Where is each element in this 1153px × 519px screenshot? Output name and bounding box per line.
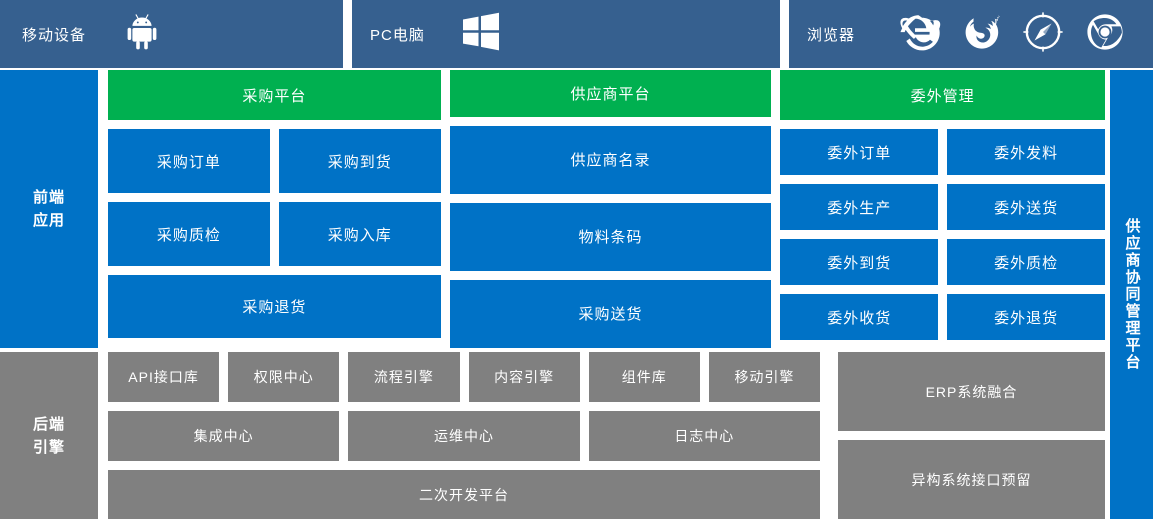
device-header-bar: 移动设备 <box>0 0 1153 68</box>
backend-card-erp-integration[interactable]: ERP系统融合 <box>838 352 1105 431</box>
frontend-card-outsourcing-receipt[interactable]: 委外收货 <box>780 294 939 340</box>
frontend-card-supplier-directory[interactable]: 供应商名录 <box>449 125 772 194</box>
header-icons-pc <box>459 10 503 59</box>
backend-integration-column: ERP系统融合 异构系统接口预留 <box>838 352 1105 519</box>
frontend-column-supplier: 供应商平台 供应商名录 物料条码 采购送货 <box>449 70 772 348</box>
frontend-card-purchase-arrival[interactable]: 采购到货 <box>278 129 441 193</box>
frontend-card-outsourcing-arrival[interactable]: 委外到货 <box>780 239 939 285</box>
header-panel-mobile[interactable]: 移动设备 <box>0 0 343 68</box>
backend-sidebar-label: 后端 引擎 <box>0 352 98 519</box>
frontend-card-outsourcing-return[interactable]: 委外退货 <box>947 294 1106 340</box>
safari-icon <box>1021 10 1065 59</box>
frontend-row: 委外到货 委外质检 <box>780 239 1106 285</box>
backend-card-component-library[interactable]: 组件库 <box>588 352 700 402</box>
backend-card-integration-center[interactable]: 集成中心 <box>108 411 340 461</box>
backend-card-process-engine[interactable]: 流程引擎 <box>348 352 460 402</box>
frontend-row: 委外收货 委外退货 <box>780 294 1106 340</box>
android-icon <box>126 11 166 58</box>
frontend-sidebar-line2: 应用 <box>32 212 65 229</box>
backend-sidebar-line1: 后端 <box>32 415 65 433</box>
backend-main-grid: API接口库 权限中心 流程引擎 内容引擎 组件库 移动引擎 集成中心 运维中心… <box>108 352 821 519</box>
windows-icon <box>459 10 503 59</box>
frontend-card-purchase-inspection[interactable]: 采购质检 <box>108 202 270 266</box>
header-label-mobile: 移动设备 <box>22 26 87 44</box>
backend-card-log-center[interactable]: 日志中心 <box>588 411 820 461</box>
backend-card-content-engine[interactable]: 内容引擎 <box>468 352 580 402</box>
frontend-card-outsourcing-inspection[interactable]: 委外质检 <box>947 239 1106 285</box>
backend-row-devplatform: 二次开发平台 <box>108 470 820 519</box>
backend-row-engines: API接口库 权限中心 流程引擎 内容引擎 组件库 移动引擎 <box>108 352 821 402</box>
frontend-card-purchase-return[interactable]: 采购退货 <box>108 275 441 338</box>
column-header-outsourcing[interactable]: 委外管理 <box>780 70 1105 120</box>
backend-card-mobile-engine[interactable]: 移动引擎 <box>708 352 821 402</box>
frontend-card-material-barcode[interactable]: 物料条码 <box>449 202 772 271</box>
platform-vertical-banner: 供应商协同管理平台 <box>1110 70 1153 519</box>
header-panel-browser[interactable]: 浏览器 <box>789 0 1153 68</box>
frontend-row: 委外生产 委外送货 <box>780 184 1106 230</box>
backend-card-api-library[interactable]: API接口库 <box>108 352 220 402</box>
header-divider-1 <box>343 0 352 68</box>
frontend-card-purchase-order[interactable]: 采购订单 <box>108 129 270 193</box>
firefox-icon <box>959 10 1003 59</box>
backend-sidebar-line2: 引擎 <box>32 438 65 456</box>
header-label-pc: PC电脑 <box>370 26 425 44</box>
frontend-row: 委外订单 委外发料 <box>780 129 1106 175</box>
frontend-card-purchase-warehousing[interactable]: 采购入库 <box>278 202 441 266</box>
column-header-procurement[interactable]: 采购平台 <box>108 70 441 120</box>
frontend-section: 前端 应用 采购平台 采购订单 采购到货 采购质检 采购入库 采购退货 供 <box>0 70 1106 348</box>
chrome-icon <box>1083 10 1127 59</box>
frontend-card-purchase-delivery[interactable]: 采购送货 <box>449 279 772 348</box>
backend-row-centers: 集成中心 运维中心 日志中心 <box>108 411 820 461</box>
frontend-row: 采购质检 采购入库 <box>108 202 441 266</box>
internet-explorer-icon <box>895 9 941 60</box>
frontend-card-outsourcing-issue[interactable]: 委外发料 <box>947 129 1106 175</box>
frontend-row: 采购订单 采购到货 <box>108 129 441 193</box>
frontend-column-procurement: 采购平台 采购订单 采购到货 采购质检 采购入库 采购退货 <box>108 70 441 348</box>
backend-section: 后端 引擎 API接口库 权限中心 流程引擎 内容引擎 组件库 移动引擎 集成中… <box>0 352 1105 519</box>
backend-card-permission-center[interactable]: 权限中心 <box>228 352 340 402</box>
platform-vertical-label: 供应商协同管理平台 <box>1123 218 1141 371</box>
header-icons-mobile <box>126 11 166 58</box>
frontend-sidebar-line1: 前端 <box>32 189 65 206</box>
frontend-columns: 采购平台 采购订单 采购到货 采购质检 采购入库 采购退货 供应商平台 供应商名… <box>108 70 1106 348</box>
frontend-card-outsourcing-order[interactable]: 委外订单 <box>780 129 939 175</box>
frontend-card-outsourcing-production[interactable]: 委外生产 <box>780 184 939 230</box>
column-header-supplier[interactable]: 供应商平台 <box>449 70 772 117</box>
frontend-card-outsourcing-delivery[interactable]: 委外送货 <box>947 184 1106 230</box>
header-panel-pc[interactable]: PC电脑 <box>352 0 780 68</box>
header-divider-2 <box>780 0 789 68</box>
header-icons-browser <box>895 9 1127 60</box>
outsourcing-grid: 委外订单 委外发料 委外生产 委外送货 委外到货 委外质检 委外收货 委外退货 <box>780 129 1106 340</box>
frontend-sidebar-label: 前端 应用 <box>0 70 98 348</box>
backend-card-operations-center[interactable]: 运维中心 <box>348 411 580 461</box>
backend-card-heterogeneous-interface[interactable]: 异构系统接口预留 <box>838 440 1105 519</box>
header-label-browser: 浏览器 <box>807 26 856 44</box>
frontend-column-outsourcing: 委外管理 委外订单 委外发料 委外生产 委外送货 委外到货 委外质检 <box>780 70 1106 348</box>
backend-card-secondary-development[interactable]: 二次开发平台 <box>108 470 820 519</box>
